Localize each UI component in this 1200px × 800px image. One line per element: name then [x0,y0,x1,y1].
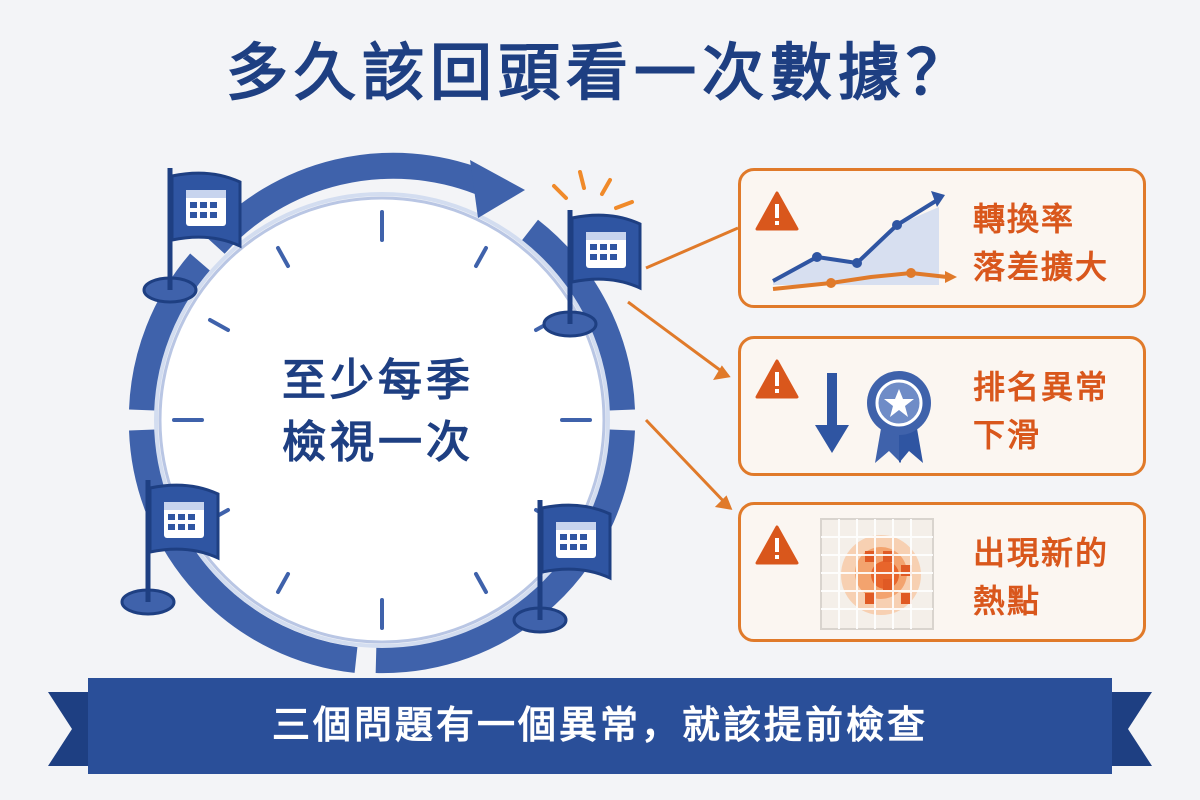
warning-icon [755,359,799,399]
highlight-rays-icon [552,170,634,210]
flag-top-right [542,170,642,338]
page-title: 多久該回頭看一次數據？ [225,36,974,109]
alert-label-conversion: 轉換率 落差擴大 [973,200,1110,286]
cycle-ring [129,152,635,674]
flag-bottom-left [120,480,220,616]
line-chart-icon [772,191,957,291]
warning-icon [755,191,799,231]
flag-top-left [142,168,242,304]
connector-lines [627,226,739,510]
warning-icon [755,525,799,565]
cycle-arrow-icon [470,160,525,218]
alert-card-ranking: 排名異常 下滑 [738,336,1146,476]
flag-bottom-right [512,500,612,634]
cycle-center-line2: 檢視一次 [282,417,474,468]
alert-label-hotspot: 出現新的 熱點 [973,534,1110,620]
heatmap-icon [820,518,934,630]
ribbon-banner [48,678,1152,774]
ranking-medal-down-icon [815,371,931,463]
cycle-center-text: 至少每季 檢視一次 [228,350,528,474]
banner-text: 三個問題有一個異常，就該提前檢查 [271,703,928,747]
cycle-center-line1: 至少每季 [282,355,474,406]
alert-label-ranking: 排名異常 下滑 [973,368,1110,454]
alert-card-conversion: 轉換率 落差擴大 [738,168,1146,308]
alert-card-hotspot: 出現新的 熱點 [738,502,1146,642]
clock-face [158,196,606,644]
